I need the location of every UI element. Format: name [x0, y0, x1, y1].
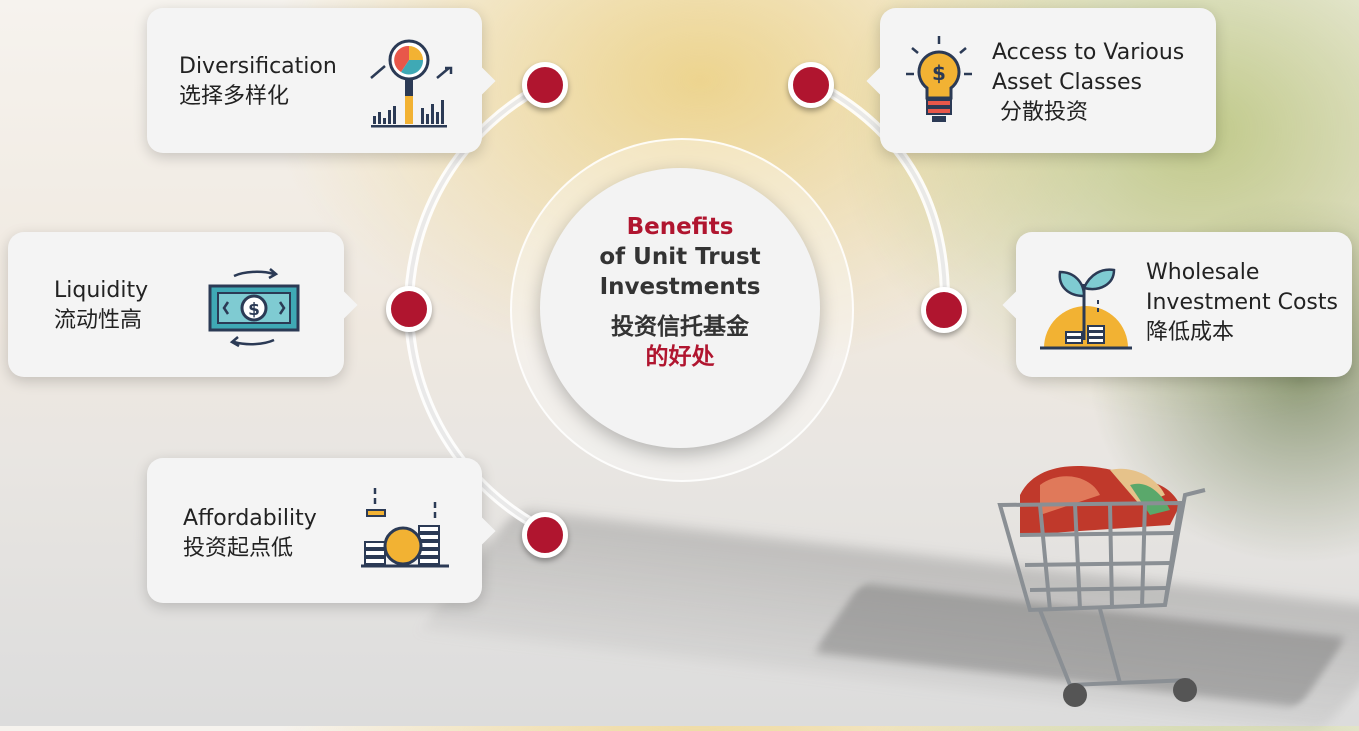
benefit-label-zh: 流动性高	[54, 308, 143, 333]
connector-dot	[522, 62, 568, 108]
benefit-label-en-2: Investment Costs	[1146, 290, 1338, 315]
benefit-label-zh: 投资起点低	[183, 536, 294, 561]
benefit-label-en: Diversification	[179, 54, 337, 79]
plant-coins-icon	[1040, 268, 1132, 350]
benefit-label-en: Affordability	[183, 506, 317, 531]
coin-stacks-icon	[361, 488, 449, 568]
magnifier-chart-icon	[370, 39, 453, 128]
center-title-en-1: Benefits	[626, 214, 734, 240]
benefit-label-en-1: Access to Various	[992, 40, 1185, 65]
benefit-card-affordability: Affordability 投资起点低	[147, 458, 496, 603]
benefit-label-zh: 降低成本	[1146, 320, 1235, 345]
benefit-card-access: $ Access to Various Asset Classes 分散投资	[866, 8, 1216, 153]
benefit-label-en-2: Asset Classes	[992, 70, 1143, 95]
center-circle: Benefits of Unit Trust Investments 投资信托基…	[540, 168, 820, 448]
center-title-zh-2: 的好处	[645, 344, 715, 370]
center-title-en-3: Investments	[599, 274, 761, 300]
shopping-cart-image	[997, 466, 1206, 707]
benefit-label-zh: 分散投资	[1000, 100, 1089, 125]
connector-dot	[788, 62, 834, 108]
connector-dot	[386, 286, 432, 332]
center-title-zh-1: 投资信托基金	[611, 314, 749, 340]
benefit-label-zh: 选择多样化	[179, 84, 290, 109]
benefit-card-diversification: Diversification 选择多样化	[147, 8, 496, 153]
center-title-en-2: of Unit Trust	[599, 244, 761, 270]
banknote-exchange-icon: $	[208, 268, 300, 348]
benefit-card-wholesale: Wholesale Investment Costs 降低成本	[1002, 232, 1352, 377]
lightbulb-dollar-icon: $	[906, 36, 972, 122]
benefit-label-en-1: Wholesale	[1146, 260, 1260, 285]
connector-dot	[522, 512, 568, 558]
benefit-card-liquidity: Liquidity 流动性高 $	[8, 232, 358, 377]
connector-dot	[921, 287, 967, 333]
svg-text:$: $	[248, 300, 260, 320]
svg-text:$: $	[932, 61, 946, 85]
benefit-label-en: Liquidity	[54, 278, 149, 303]
